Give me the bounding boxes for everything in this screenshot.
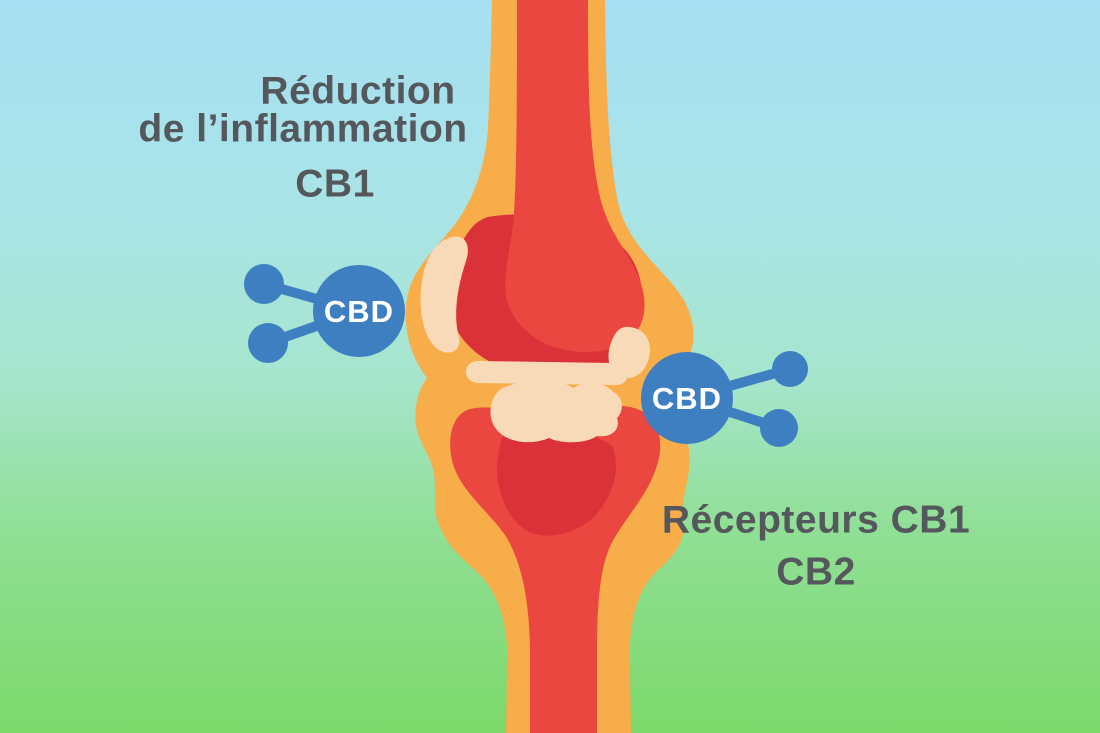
cartilage-lower-cloud-shape — [490, 379, 622, 443]
annotation-left-line3: CB1 — [295, 162, 375, 206]
cartilage-left-crescent-shape — [420, 236, 468, 353]
molecule-node-icon — [772, 351, 808, 387]
cbd-molecule-right: CBD — [641, 351, 808, 447]
lower-bone-shadow-shape — [496, 428, 616, 536]
molecule-node-icon — [760, 409, 798, 447]
cbd-circle-icon — [641, 352, 733, 444]
cbd-circle-icon — [313, 265, 405, 357]
cbd-label-left: CBD — [324, 294, 394, 329]
molecule-node-icon — [248, 323, 288, 363]
molecule-node-icon — [244, 264, 284, 304]
cartilage-meniscus-strip-shape — [466, 361, 628, 386]
annotation-left-line1: Réduction — [260, 69, 456, 113]
cbd-label-right: CBD — [652, 381, 722, 416]
upper-bone-shape — [505, 0, 645, 353]
annotation-right-line1: Récepteurs CB1 — [661, 498, 971, 542]
annotation-right-line2: CB2 — [776, 550, 856, 594]
cbd-molecule-left: CBD — [244, 264, 405, 363]
annotation-left-line2: de l’inflammation — [138, 107, 468, 151]
